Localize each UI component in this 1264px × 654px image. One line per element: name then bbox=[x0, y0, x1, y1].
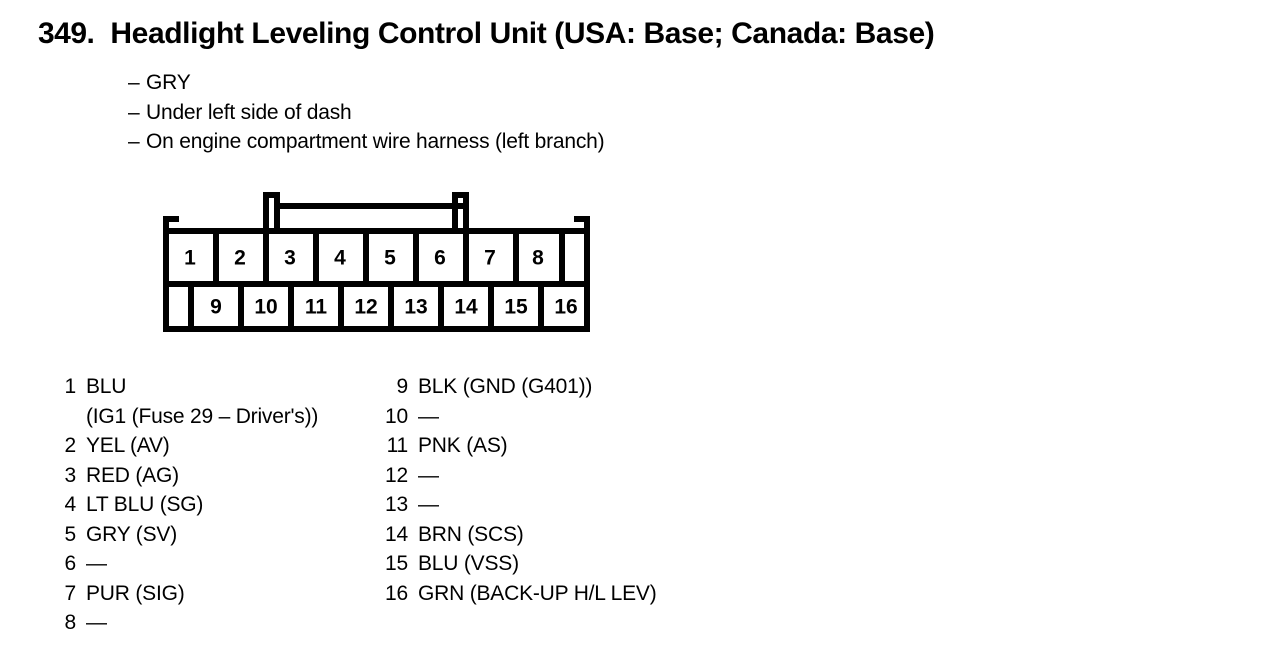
pin-label: PNK (AS) bbox=[418, 434, 508, 457]
connector-body-shell bbox=[163, 216, 590, 332]
pin-assignment-row: 5 GRY (SV) bbox=[40, 520, 370, 550]
pin-label: GRY (SV) bbox=[86, 522, 177, 546]
pin-label: BLU bbox=[86, 375, 127, 398]
connector-pin-12: 12 bbox=[354, 296, 377, 319]
pin-label: BRN (SCS) bbox=[418, 522, 524, 546]
connector-pin-5: 5 bbox=[384, 247, 396, 270]
pin-assignment-row: 6 — bbox=[40, 549, 370, 579]
pin-label: — bbox=[418, 493, 439, 516]
connector-pin-3: 3 bbox=[284, 247, 296, 270]
pin-assignment-row: 12 — bbox=[372, 461, 702, 491]
pin-assignment-row: 8 — bbox=[40, 608, 370, 638]
pin-number: 10 bbox=[385, 404, 408, 428]
pin-number: 8 bbox=[64, 611, 77, 634]
connector-pin-13: 13 bbox=[404, 296, 427, 319]
figure-title-block: 349. Headlight Leveling Control Unit (USA… bbox=[38, 17, 1248, 51]
pin-number: 5 bbox=[64, 522, 77, 546]
pin-label: BLU (VSS) bbox=[418, 552, 519, 575]
connector-diagram: 1 2 3 4 5 6 7 8 9 10 11 12 13 14 15 16 bbox=[160, 186, 596, 338]
pin-assignment-row: 7 PUR (SIG) bbox=[40, 579, 370, 609]
pin-assignment-row: 1 BLU bbox=[40, 372, 370, 402]
connector-pin-10: 10 bbox=[254, 296, 277, 319]
connector-pin-16: 16 bbox=[554, 296, 577, 319]
pin-assignment-row: 2 YEL (AV) bbox=[40, 431, 370, 461]
pin-assignment-row: 4 LT BLU (SG) bbox=[40, 490, 370, 520]
connector-pin-15: 15 bbox=[504, 296, 528, 319]
pin-label: — bbox=[418, 463, 439, 487]
pin-label: — bbox=[418, 404, 439, 428]
connector-pin-11: 11 bbox=[305, 296, 328, 319]
description-text: GRY bbox=[146, 71, 191, 94]
page-title: Headlight Leveling Control Unit (USA: Ba… bbox=[110, 17, 935, 50]
pin-number: 7 bbox=[64, 581, 77, 605]
pin-label: GRN (BACK-UP H/L LEV) bbox=[418, 581, 657, 605]
connector-bottom-row-dividers bbox=[188, 281, 544, 332]
description-text: Under left side of dash bbox=[146, 100, 352, 124]
pin-assignment-row: 9 BLK (GND (G401)) bbox=[372, 372, 702, 402]
connector-pin-6: 6 bbox=[434, 247, 446, 270]
pin-number: 2 bbox=[64, 434, 77, 457]
description-list: –GRY –Under left side of dash –On engine… bbox=[128, 68, 1028, 157]
connector-pin-4: 4 bbox=[334, 247, 346, 270]
pin-number: 3 bbox=[64, 463, 77, 487]
pin-assignment-row: 11 PNK (AS) bbox=[372, 431, 702, 461]
bullet-dash-icon: – bbox=[128, 130, 140, 153]
pin-assignment-row: 10 — bbox=[372, 402, 702, 432]
pin-number: 13 bbox=[385, 493, 408, 516]
pin-label-continuation: (IG1 (Fuse 29 – Driver's)) bbox=[86, 404, 319, 428]
description-text: On engine compartment wire harness (left… bbox=[146, 130, 605, 153]
description-line: –GRY bbox=[128, 68, 1028, 98]
connector-pin-8: 8 bbox=[532, 247, 544, 270]
connector-pin-14: 14 bbox=[454, 296, 478, 319]
pin-label: LT BLU (SG) bbox=[86, 493, 204, 516]
bullet-dash-icon: – bbox=[128, 71, 140, 94]
pin-number: 16 bbox=[385, 581, 408, 605]
pin-assignment-row: 15 BLU (VSS) bbox=[372, 549, 702, 579]
pin-label: RED (AG) bbox=[86, 463, 179, 487]
pin-label: — bbox=[86, 611, 107, 634]
pin-label: — bbox=[86, 552, 107, 575]
connector-pin-1: 1 bbox=[184, 247, 196, 270]
description-line: –On engine compartment wire harness (lef… bbox=[128, 127, 1028, 157]
connector-top-row-dividers bbox=[213, 228, 565, 287]
pin-assignment-row: 16 GRN (BACK-UP H/L LEV) bbox=[372, 579, 702, 609]
pin-number: 9 bbox=[396, 375, 409, 398]
pin-assignment-list-left: 1 BLU (IG1 (Fuse 29 – Driver's)) 2 YEL (… bbox=[40, 372, 370, 638]
pin-assignment-list-right: 9 BLK (GND (G401)) 10 — 11 PNK (AS) 12 —… bbox=[372, 372, 702, 608]
pin-assignment-row: 13 — bbox=[372, 490, 702, 520]
pin-number: 15 bbox=[385, 552, 408, 575]
pin-number: 6 bbox=[64, 552, 77, 575]
connector-pin-7: 7 bbox=[484, 247, 496, 270]
pin-assignment-row: 3 RED (AG) bbox=[40, 461, 370, 491]
pin-number: 1 bbox=[64, 375, 77, 398]
pin-assignment-row: 14 BRN (SCS) bbox=[372, 520, 702, 550]
connector-pin-9: 9 bbox=[210, 296, 222, 319]
pin-number: 12 bbox=[385, 463, 408, 487]
pin-number: 11 bbox=[386, 434, 409, 457]
pin-label: YEL (AV) bbox=[86, 434, 170, 457]
connector-latch-tab bbox=[263, 192, 469, 232]
figure-number: 349. bbox=[38, 17, 95, 50]
bullet-dash-icon: – bbox=[128, 100, 140, 124]
pin-label: BLK (GND (G401)) bbox=[418, 375, 593, 398]
pin-number: 14 bbox=[385, 522, 408, 546]
description-line: –Under left side of dash bbox=[128, 98, 1028, 128]
connector-pin-2: 2 bbox=[234, 247, 246, 270]
pin-label: PUR (SIG) bbox=[86, 581, 185, 605]
pin-number: 4 bbox=[64, 493, 77, 516]
